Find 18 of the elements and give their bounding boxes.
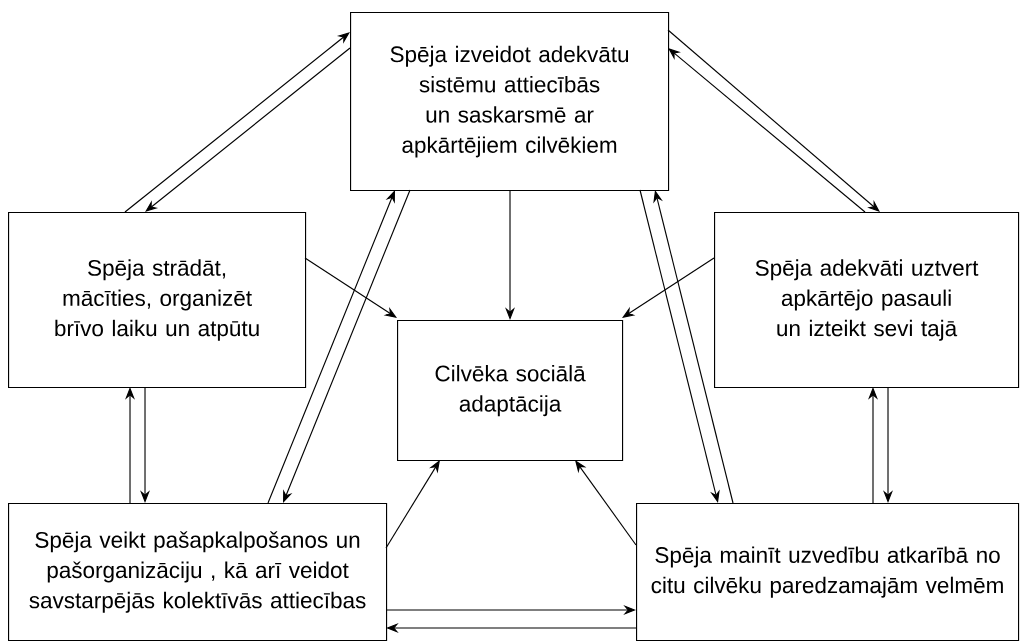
arrow [639, 189, 720, 503]
arrow [653, 190, 734, 504]
arrow [267, 190, 395, 504]
arrow [668, 48, 866, 213]
process-box: Spēja mainīt uzvedību atkarībā no citu cilvēku paredzamajām velmēm [636, 503, 1020, 641]
process-box: Spēja veikt pašapkalpošanos un pašorganizāciju , kā arī veidot savstarpējās kolektīvās attiecības [8, 503, 388, 641]
process-box: Spēja adekvāti uztvert apkārtējo pasauli un izteikt sevi tajā [714, 212, 1020, 389]
process-box: Cilvēka sociālā adaptācija [397, 320, 624, 462]
arrow [283, 189, 411, 503]
process-box: Spēja strādāt, mācīties, organizēt brīvo laiku un atpūtu [8, 212, 307, 389]
arrow [575, 460, 637, 546]
arrow [622, 257, 715, 318]
arrow [145, 47, 351, 212]
arrow [124, 32, 350, 213]
arrow [667, 29, 880, 212]
arrow [385, 460, 440, 549]
process-box: Spēja izveidot adekvātu sistēmu attiecībās un saskarsmē ar apkārtējiem cilvēkiem [350, 12, 670, 192]
arrow [304, 257, 397, 318]
